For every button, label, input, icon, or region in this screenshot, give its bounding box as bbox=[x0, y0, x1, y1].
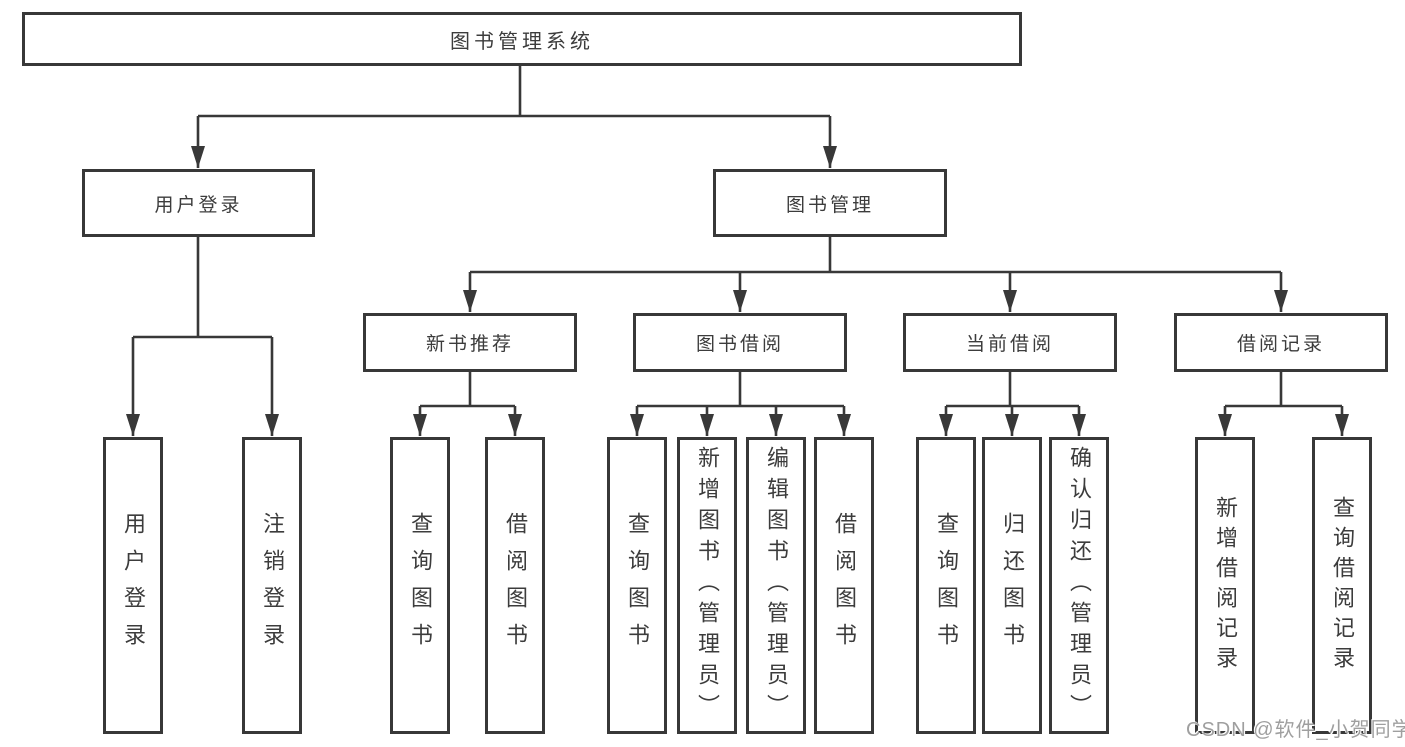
leaf-bb-borrow-books: 借阅图书 bbox=[814, 437, 874, 734]
leaf-bb-add-books-admin: 新增图书（管理员） bbox=[677, 437, 737, 734]
node-book-borrow: 图书借阅 bbox=[633, 313, 847, 372]
leaf-br-add-record-label: 新增借阅记录 bbox=[1213, 495, 1238, 676]
leaf-bb-borrow-books-label: 借阅图书 bbox=[832, 511, 857, 660]
node-current-borrow-label: 当前借阅 bbox=[965, 334, 1054, 355]
leaf-cb-confirm-return-admin: 确认归还（管理员） bbox=[1049, 437, 1109, 734]
leaf-bb-edit-books-admin: 编辑图书（管理员） bbox=[746, 437, 806, 734]
node-user-login-label: 用户登录 bbox=[154, 194, 243, 216]
leaf-user-login-label: 用户登录 bbox=[121, 511, 146, 660]
node-borrow-records-label: 借阅记录 bbox=[1236, 334, 1325, 355]
node-root-label: 图书管理系统 bbox=[450, 30, 594, 53]
node-current-borrow: 当前借阅 bbox=[903, 313, 1117, 372]
leaf-cb-query-books-label: 查询图书 bbox=[934, 511, 959, 660]
node-root-system: 图书管理系统 bbox=[22, 12, 1022, 66]
leaf-cb-query-books: 查询图书 bbox=[916, 437, 976, 734]
leaf-cb-return-books-label: 归还图书 bbox=[1000, 511, 1025, 660]
node-book-borrow-label: 图书借阅 bbox=[695, 334, 784, 355]
leaf-user-login: 用户登录 bbox=[103, 437, 163, 734]
leaf-bb-edit-books-admin-label: 编辑图书（管理员） bbox=[764, 446, 789, 725]
node-book-management: 图书管理 bbox=[713, 169, 947, 237]
watermark: CSDN @软件_小贺同学 bbox=[1186, 719, 1405, 741]
leaf-logout: 注销登录 bbox=[242, 437, 302, 734]
leaf-logout-label: 注销登录 bbox=[260, 511, 285, 660]
node-user-login: 用户登录 bbox=[82, 169, 315, 237]
leaf-bb-query-books-label: 查询图书 bbox=[625, 511, 650, 660]
leaf-cb-confirm-return-admin-label: 确认归还（管理员） bbox=[1067, 446, 1092, 725]
node-book-management-label: 图书管理 bbox=[785, 194, 874, 216]
leaf-nbr-query-books-label: 查询图书 bbox=[408, 511, 433, 660]
leaf-bb-query-books: 查询图书 bbox=[607, 437, 667, 734]
node-borrow-records: 借阅记录 bbox=[1174, 313, 1388, 372]
node-new-book-recommend-label: 新书推荐 bbox=[425, 334, 514, 355]
leaf-nbr-borrow-books-label: 借阅图书 bbox=[503, 511, 528, 660]
leaf-nbr-borrow-books: 借阅图书 bbox=[485, 437, 545, 734]
leaf-br-query-record-label: 查询借阅记录 bbox=[1330, 495, 1355, 676]
leaf-br-add-record: 新增借阅记录 bbox=[1195, 437, 1255, 734]
leaf-br-query-record: 查询借阅记录 bbox=[1312, 437, 1372, 734]
leaf-bb-add-books-admin-label: 新增图书（管理员） bbox=[695, 446, 720, 725]
leaf-cb-return-books: 归还图书 bbox=[982, 437, 1042, 734]
leaf-nbr-query-books: 查询图书 bbox=[390, 437, 450, 734]
node-new-book-recommend: 新书推荐 bbox=[363, 313, 577, 372]
